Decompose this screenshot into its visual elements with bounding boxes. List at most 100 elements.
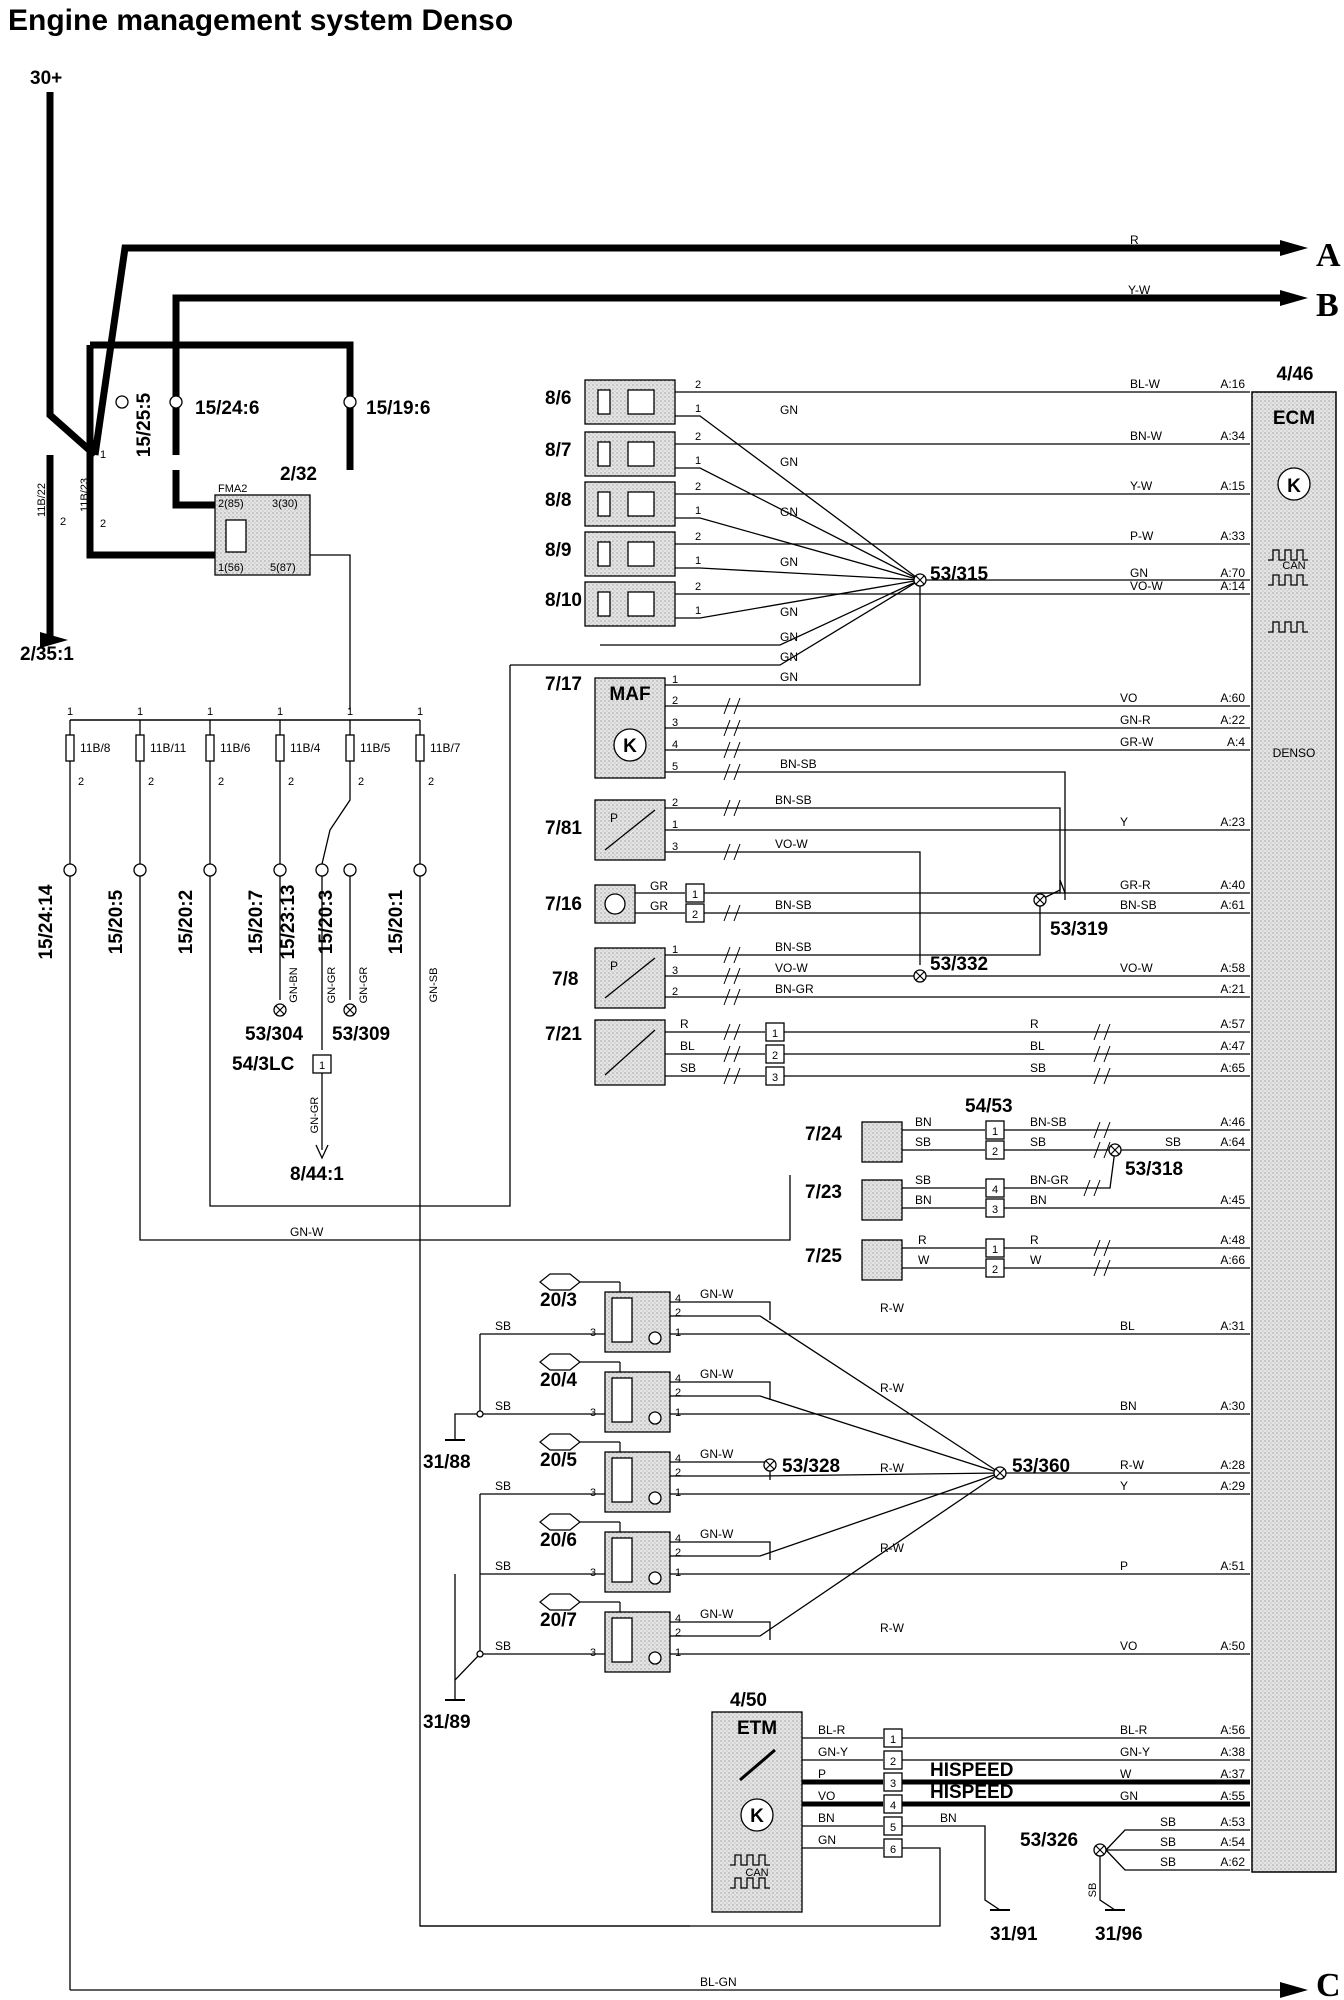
output-b-arrow: [1280, 290, 1308, 306]
s721-break-a-2: [723, 1067, 741, 1085]
s78-pin-3: A:21: [1220, 982, 1245, 996]
s724-pin-1-number: 1: [992, 1126, 998, 1138]
fuse-pin-2: 2: [358, 776, 364, 788]
coil-winding-3: [611, 1537, 633, 1583]
etm-pin-label-2: A:37: [1220, 1767, 1245, 1781]
fuse-link-bottom-6: 15/20:1: [386, 889, 407, 954]
splice-53-304-cross: [275, 1005, 285, 1015]
coil-driver-4: [648, 1651, 662, 1665]
output-a-arrow: [1280, 240, 1308, 256]
s723-pin-4: [985, 1178, 1005, 1198]
s724-w2-label: SB: [915, 1135, 931, 1149]
s781-wire-3: [665, 851, 921, 965]
coil-rw-2: [670, 1472, 1001, 1477]
maf-wire-label-3: BN-SB: [780, 757, 817, 771]
coil-pin-1-1: 1: [675, 1407, 681, 1419]
s781-pin-2: A:23: [1220, 815, 1245, 829]
s725-pin-1-label: A:48: [1220, 1233, 1245, 1247]
injector-coil: [627, 491, 655, 517]
etm-wire-label-b-1: GN-Y: [1120, 1745, 1150, 1759]
arrow-down-8-44: [315, 1144, 329, 1160]
spark-plug-4: [539, 1593, 581, 1611]
coil-id-2: 20/5: [540, 1450, 577, 1471]
fuse-label-0: 11B/8: [80, 741, 111, 755]
s725-pin-1: [985, 1238, 1005, 1258]
etm-id: 4/50: [730, 1690, 767, 1711]
splice-53-332-label: 53/332: [930, 954, 988, 975]
fuse-11B-4: [275, 734, 285, 762]
wire-gn-gr-label-3: GN-GR: [309, 1097, 321, 1134]
coil-gnw-3: [670, 1541, 771, 1560]
etm-wire-label-b-2: W: [1120, 1767, 1132, 1781]
s725-w2-label: W: [918, 1253, 930, 1267]
s326-wire-2: [1105, 1849, 1250, 1871]
coil-pin-3-0: 3: [590, 1327, 596, 1339]
sensor-7-8-p: P: [610, 959, 618, 973]
coil-pin-2-3: 2: [675, 1547, 681, 1559]
s716-w1-label: GR: [650, 879, 668, 893]
coil-pin-label-3: A:51: [1220, 1559, 1245, 1573]
fuse-pin-1: 1: [277, 706, 283, 718]
s781-break-1: [723, 799, 741, 817]
coil-pin-1-2: 1: [675, 1487, 681, 1499]
injector-gn-3: [675, 567, 921, 581]
connector-54-3lc-number: 1: [319, 1060, 325, 1072]
wire-yw-label: Y-W: [1128, 283, 1151, 297]
fuse-link-bottom-5: 15/20:3: [316, 890, 337, 954]
maf-break-2: [723, 741, 741, 759]
etm-pin-label-0: A:56: [1220, 1723, 1245, 1737]
s725-pin-2-label: A:66: [1220, 1253, 1245, 1267]
s716-pin-1-number: 1: [692, 889, 698, 901]
injector-wire-label-0: BL-W: [1130, 377, 1161, 391]
fuse-link-15-24-6-label: 15/24:6: [195, 398, 259, 419]
coil-rw-0: [670, 1315, 1001, 1474]
s721-pin-0-number: 1: [772, 1028, 778, 1040]
ground-bus-89: [454, 1494, 481, 1700]
injector-pin-2: 2: [695, 379, 701, 391]
sensor-7-81-id: 7/81: [545, 818, 582, 839]
sensor-7-25: [861, 1239, 903, 1281]
wire-gn-gr-label-2: GN-GR: [358, 967, 370, 1004]
injector-wire-label-4: VO-W: [1130, 579, 1163, 593]
spark-plug-0: [539, 1273, 581, 1291]
coil-gnw-label-3: GN-W: [700, 1527, 734, 1541]
output-b-label: B: [1316, 287, 1339, 324]
injector-label-3: 8/9: [545, 540, 571, 561]
s78-break-1: [723, 946, 741, 964]
maf-pin-num-1: 3: [672, 717, 678, 729]
coil-rw-label-1: R-W: [880, 1381, 905, 1395]
maf-pin-num-3: 5: [672, 761, 678, 773]
coil-pin-label-0: A:31: [1220, 1319, 1245, 1333]
maf-pin-1-num: 1: [672, 674, 678, 686]
s721-pin-label-1: A:47: [1220, 1039, 1245, 1053]
s716-pin-1-label: A:40: [1220, 878, 1245, 892]
coil-gnw-1: [670, 1381, 771, 1400]
maf-wire-label-1: GN-R: [1120, 713, 1151, 727]
etm-throttle-symbol: [739, 1748, 776, 1782]
s724-pin-1-label: A:46: [1220, 1115, 1245, 1129]
etm-pin-5-number: 5: [890, 1822, 896, 1834]
coil-pin-4-2: 4: [675, 1453, 681, 1465]
fuse-pin-2: 2: [148, 776, 154, 788]
gn-ecm-pin: A:70: [1220, 566, 1245, 580]
injector-wire-label-2: Y-W: [1130, 479, 1153, 493]
injector-pin-1: 1: [695, 605, 701, 617]
s326-ground: [1099, 1856, 1116, 1911]
etm-wire-label-a-0: BL-R: [818, 1723, 846, 1737]
ecm-can-label: CAN: [1282, 560, 1305, 572]
fuse-pin-1: 1: [207, 706, 213, 718]
fuse-link-0: [63, 863, 77, 877]
maf-break-1: [723, 719, 741, 737]
coil-gnw-2: [670, 1461, 771, 1480]
injector-gn-0: [675, 415, 921, 581]
injector-symbol: [597, 389, 611, 415]
etm-k-letter: K: [750, 1806, 764, 1827]
fuse-link-bottom-2: 15/20:2: [176, 890, 197, 954]
s723-wire-1: [1004, 1149, 1116, 1189]
s724-wire-1-label: BN-SB: [1030, 1115, 1067, 1129]
fuse-link-bottom-1: 15/20:5: [106, 889, 127, 954]
injector-wire-label-3: P-W: [1130, 529, 1154, 543]
s326-wire-label-1: SB: [1160, 1835, 1176, 1849]
injector-gn-label-0: GN: [780, 403, 798, 417]
relay-pin-30: 3(30): [272, 498, 298, 510]
